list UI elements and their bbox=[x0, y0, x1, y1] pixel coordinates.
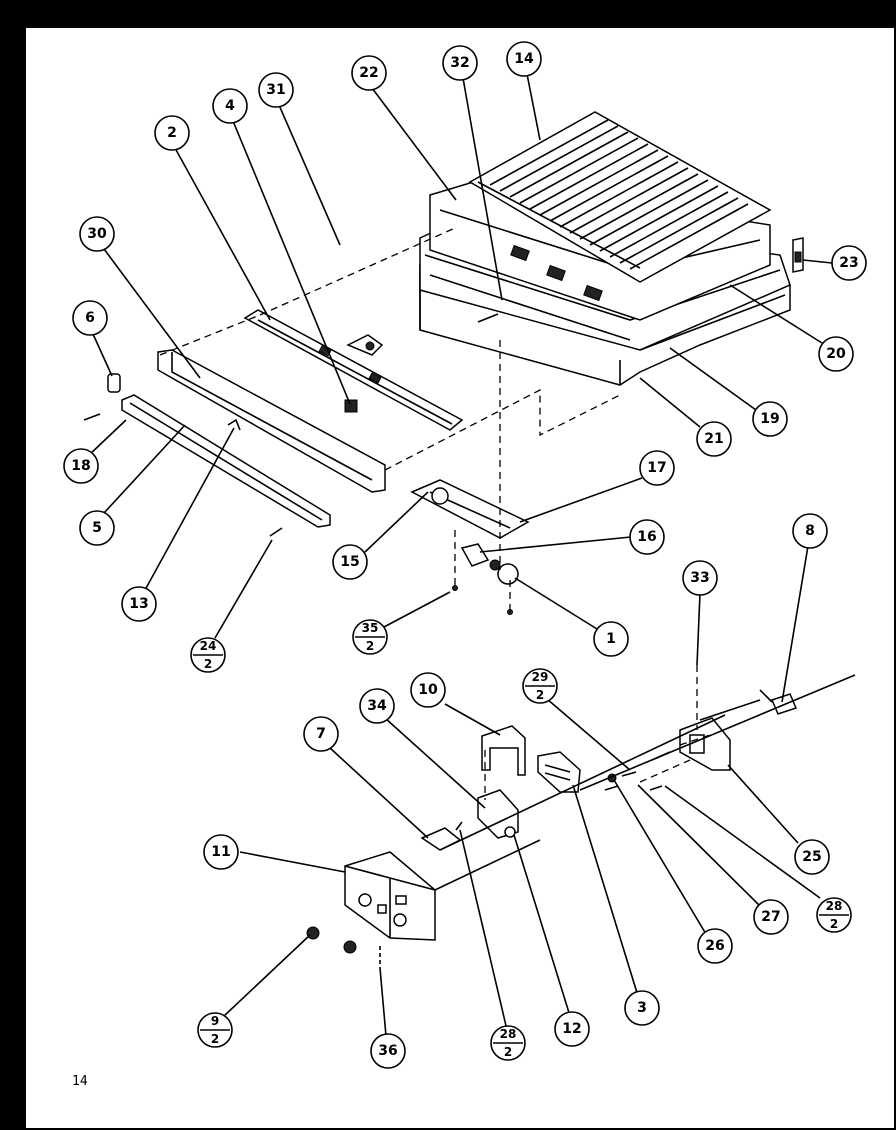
callout-25: 25 bbox=[794, 839, 830, 875]
svg-text:10: 10 bbox=[418, 682, 438, 698]
svg-text:32: 32 bbox=[450, 55, 469, 71]
callout-23: 23 bbox=[831, 245, 867, 281]
callout-35-over-2: 352 bbox=[352, 619, 388, 655]
svg-text:7: 7 bbox=[316, 726, 326, 742]
callout-32: 32 bbox=[442, 45, 478, 81]
svg-text:2: 2 bbox=[536, 688, 544, 702]
callout-33: 33 bbox=[682, 560, 718, 596]
callout-22: 22 bbox=[351, 55, 387, 91]
svg-text:2: 2 bbox=[167, 125, 177, 141]
svg-text:18: 18 bbox=[71, 458, 90, 474]
svg-text:17: 17 bbox=[647, 460, 666, 476]
svg-text:5: 5 bbox=[92, 520, 102, 536]
callout-1: 1 bbox=[593, 621, 629, 657]
svg-text:28: 28 bbox=[500, 1027, 517, 1041]
callout-15: 15 bbox=[332, 544, 368, 580]
callout-16: 16 bbox=[629, 519, 665, 555]
svg-text:3: 3 bbox=[637, 1000, 647, 1016]
svg-text:11: 11 bbox=[211, 844, 230, 860]
leader-lines bbox=[87, 73, 833, 1037]
svg-text:33: 33 bbox=[690, 570, 709, 586]
svg-text:2: 2 bbox=[204, 657, 212, 671]
svg-text:15: 15 bbox=[340, 554, 359, 570]
svg-text:2: 2 bbox=[830, 917, 838, 931]
svg-text:13: 13 bbox=[129, 596, 148, 612]
callout-7: 7 bbox=[303, 716, 339, 752]
callout-6: 6 bbox=[72, 300, 108, 336]
svg-text:36: 36 bbox=[378, 1043, 397, 1059]
svg-text:26: 26 bbox=[705, 938, 724, 954]
callout-29-over-2: 292 bbox=[522, 668, 558, 704]
callout-14: 14 bbox=[506, 41, 542, 77]
svg-text:31: 31 bbox=[266, 82, 285, 98]
callout-10: 10 bbox=[410, 672, 446, 708]
callout-30: 30 bbox=[79, 216, 115, 252]
callout-5: 5 bbox=[79, 510, 115, 546]
callout-27: 27 bbox=[753, 899, 789, 935]
svg-text:29: 29 bbox=[532, 670, 549, 684]
svg-text:24: 24 bbox=[200, 639, 217, 653]
alignment-lines bbox=[159, 227, 856, 891]
svg-text:1: 1 bbox=[606, 631, 616, 647]
svg-text:30: 30 bbox=[87, 226, 107, 242]
callout-28-over-2-bottom: 282 bbox=[490, 1025, 526, 1061]
callout-12: 12 bbox=[554, 1011, 590, 1047]
svg-text:9: 9 bbox=[211, 1014, 219, 1028]
light-housing bbox=[410, 479, 530, 615]
callout-36: 36 bbox=[370, 1033, 406, 1069]
callout-2: 2 bbox=[154, 115, 190, 151]
callout-9-over-2: 92 bbox=[197, 1012, 233, 1048]
callout-24-over-2: 242 bbox=[190, 637, 226, 673]
callout-34: 34 bbox=[359, 688, 395, 724]
svg-text:20: 20 bbox=[826, 346, 846, 362]
svg-text:8: 8 bbox=[805, 523, 815, 539]
callout-3: 3 bbox=[624, 990, 660, 1026]
callout-13: 13 bbox=[121, 586, 157, 622]
callout-8: 8 bbox=[792, 513, 828, 549]
page-number: 14 bbox=[72, 1074, 88, 1089]
callout-21: 21 bbox=[696, 421, 732, 457]
svg-text:22: 22 bbox=[359, 65, 378, 81]
svg-text:14: 14 bbox=[514, 51, 534, 67]
control-assembly bbox=[306, 689, 798, 968]
callout-11: 11 bbox=[203, 834, 239, 870]
callout-28-over-2-right: 282 bbox=[816, 897, 852, 933]
svg-text:16: 16 bbox=[637, 529, 656, 545]
svg-text:2: 2 bbox=[366, 639, 374, 653]
callout-4: 4 bbox=[212, 88, 248, 124]
callout-26: 26 bbox=[697, 928, 733, 964]
shelf-assembly bbox=[419, 111, 804, 386]
rail-assembly bbox=[83, 309, 464, 537]
svg-text:35: 35 bbox=[362, 621, 379, 635]
svg-text:19: 19 bbox=[760, 411, 779, 427]
svg-text:21: 21 bbox=[704, 431, 723, 447]
callout-19: 19 bbox=[752, 401, 788, 437]
svg-text:2: 2 bbox=[211, 1032, 219, 1046]
svg-text:23: 23 bbox=[839, 255, 858, 271]
svg-text:6: 6 bbox=[85, 310, 95, 326]
svg-text:2: 2 bbox=[504, 1045, 512, 1059]
callout-17: 17 bbox=[639, 450, 675, 486]
callout-20: 20 bbox=[818, 336, 854, 372]
svg-text:27: 27 bbox=[761, 909, 780, 925]
svg-text:25: 25 bbox=[802, 849, 821, 865]
svg-text:28: 28 bbox=[826, 899, 843, 913]
svg-text:12: 12 bbox=[562, 1021, 581, 1037]
callout-31: 31 bbox=[258, 72, 294, 108]
svg-text:4: 4 bbox=[225, 98, 235, 114]
svg-text:34: 34 bbox=[367, 698, 387, 714]
callout-18: 18 bbox=[63, 448, 99, 484]
